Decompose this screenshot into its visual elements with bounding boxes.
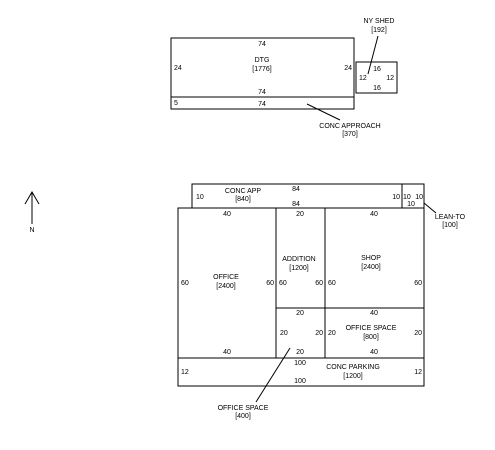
office-space-small-section: 20 20 20 20 OFFICE SPACE [400] xyxy=(218,307,326,420)
office-space-large-left-dim: 20 xyxy=(328,330,336,337)
ny-shed-top-dim: 16 xyxy=(373,66,381,73)
addition-top-dim: 20 xyxy=(296,211,304,218)
shop-right-dim: 60 xyxy=(414,280,422,287)
conc-parking-area: [1200] xyxy=(343,373,363,380)
dtg-right-dim: 24 xyxy=(344,65,352,72)
shop-name: SHOP xyxy=(361,255,381,262)
lean-to-section: 10 10 10 LEAN-TO [100] xyxy=(401,183,466,229)
lean-to-leader xyxy=(423,202,437,214)
office-space-large-top-dim: 40 xyxy=(370,310,378,317)
shop-left-dim: 60 xyxy=(328,280,336,287)
office-space-small-top-dim: 20 xyxy=(296,310,304,317)
conc-parking-top-dim: 100 xyxy=(294,360,306,367)
lean-to-bottom-dim: 10 xyxy=(407,201,415,208)
dtg-top-dim: 74 xyxy=(258,41,266,48)
conc-approach-name: CONC APPROACH xyxy=(319,123,380,130)
ny-shed-left-dim: 12 xyxy=(359,75,367,82)
conc-approach-area: [370] xyxy=(342,131,358,138)
conc-parking-left-dim: 12 xyxy=(181,369,189,376)
ny-shed-name: NY SHED xyxy=(364,18,395,25)
office-area: [2400] xyxy=(216,283,236,290)
office-space-small-right-dim: 20 xyxy=(315,330,323,337)
shop-section: 40 60 60 SHOP [2400] xyxy=(324,207,425,309)
lean-to-left-dim: 10 xyxy=(403,194,411,201)
conc-approach-leader xyxy=(306,103,341,121)
conc-app-area: [840] xyxy=(235,196,251,203)
office-space-small-leader xyxy=(255,347,291,403)
dtg-area: [1776] xyxy=(252,66,272,73)
ny-shed-right-dim: 12 xyxy=(386,75,394,82)
ny-shed-area: [192] xyxy=(371,27,387,34)
ny-shed-bottom-dim: 16 xyxy=(373,85,381,92)
office-name: OFFICE xyxy=(213,274,239,281)
conc-approach-width-dim: 5 xyxy=(174,100,178,107)
conc-app-left-dim: 10 xyxy=(196,194,204,201)
conc-app-name: CONC APP xyxy=(225,188,262,195)
addition-left-dim: 60 xyxy=(279,280,287,287)
conc-parking-outline xyxy=(177,357,425,387)
dtg-name: DTG xyxy=(255,57,270,64)
north-arrow: N xyxy=(24,191,40,234)
office-space-large-bottom-dim: 40 xyxy=(370,349,378,356)
office-space-large-area: [800] xyxy=(363,334,379,341)
shop-area: [2400] xyxy=(361,264,381,271)
dtg-left-dim: 24 xyxy=(174,65,182,72)
conc-app-top-dim: 84 xyxy=(292,186,300,193)
office-top-dim: 40 xyxy=(223,211,231,218)
dtg-section: 74 74 24 24 DTG [1776] xyxy=(170,37,355,98)
lean-to-area: [100] xyxy=(442,222,458,229)
conc-approach-outline xyxy=(170,96,355,110)
conc-app-section: 84 84 10 10 CONC APP [840] xyxy=(191,183,403,209)
conc-parking-bottom-dim: 100 xyxy=(294,378,306,385)
office-space-small-name: OFFICE SPACE xyxy=(218,405,269,412)
lean-to-right-dim: 10 xyxy=(415,194,423,201)
conc-app-right-dim: 10 xyxy=(392,194,400,201)
addition-right-dim: 60 xyxy=(315,280,323,287)
addition-name: ADDITION xyxy=(282,256,315,263)
office-left-dim: 60 xyxy=(181,280,189,287)
office-space-large-name: OFFICE SPACE xyxy=(346,325,397,332)
addition-area: [1200] xyxy=(289,265,309,272)
addition-section: 20 60 60 ADDITION [1200] xyxy=(275,207,326,309)
dtg-bottom-dim: 74 xyxy=(258,89,266,96)
office-space-small-area: [400] xyxy=(235,413,251,420)
north-arrow-head xyxy=(24,191,40,205)
office-right-dim: 60 xyxy=(266,280,274,287)
conc-app-bottom-dim: 84 xyxy=(292,201,300,208)
office-space-large-right-dim: 20 xyxy=(414,330,422,337)
lean-to-name: LEAN-TO xyxy=(435,214,466,221)
office-space-large-section: 40 40 20 20 OFFICE SPACE [800] xyxy=(324,307,425,359)
conc-parking-section: 100 100 12 12 CONC PARKING [1200] xyxy=(177,357,425,387)
conc-parking-right-dim: 12 xyxy=(414,369,422,376)
north-label: N xyxy=(29,227,34,234)
ny-shed-section: 16 16 12 12 NY SHED [192] xyxy=(355,18,398,94)
shop-top-dim: 40 xyxy=(370,211,378,218)
office-bottom-dim: 40 xyxy=(223,349,231,356)
conc-approach-section: 5 74 CONC APPROACH [370] xyxy=(170,96,381,138)
ny-shed-outline xyxy=(355,61,398,94)
office-section: 40 40 60 60 OFFICE [2400] xyxy=(177,207,277,359)
office-space-small-bottom-dim: 20 xyxy=(296,349,304,356)
office-space-small-left-dim: 20 xyxy=(280,330,288,337)
ny-shed-leader xyxy=(367,35,379,75)
conc-parking-name: CONC PARKING xyxy=(326,364,380,371)
conc-approach-length-dim: 74 xyxy=(258,101,266,108)
